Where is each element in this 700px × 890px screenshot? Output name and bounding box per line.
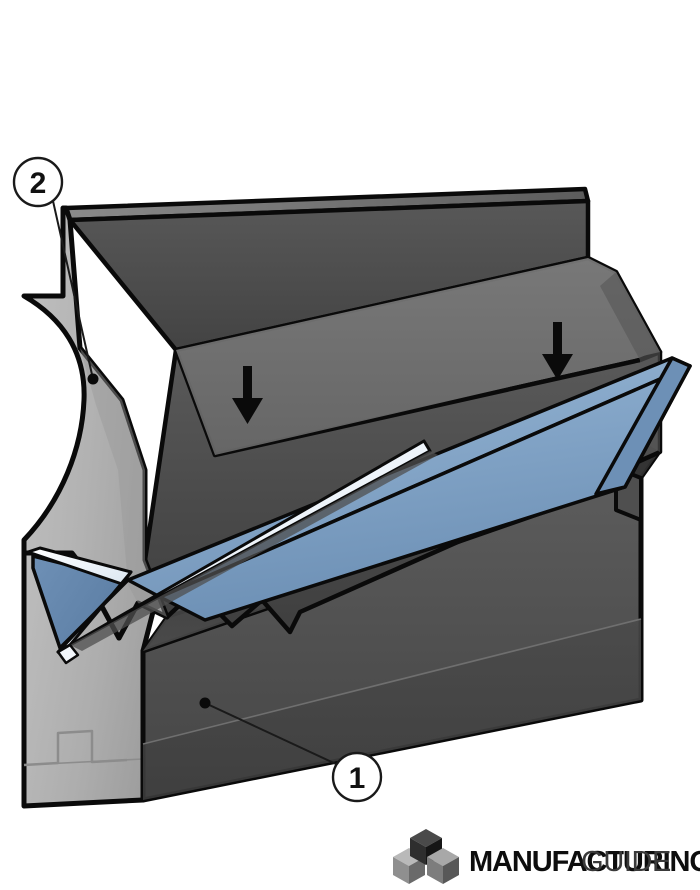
logo-cubes-icon [393,829,459,884]
die-base-parting-line-left [23,758,144,766]
callout-1-circle[interactable] [331,751,383,803]
logo-brand-bold: MANUFACTURING [469,846,700,878]
logo-brand-light: GUIDE [581,846,671,878]
manufacturing-guide-logo[interactable]: MANUFACTURING GUIDE [393,829,700,884]
die-v-groove-shadow [143,451,660,651]
callout-2[interactable]: 2 [12,156,99,385]
callout-1-leader [204,702,337,765]
force-arrows [232,322,573,424]
sheet-vee-apex [56,643,80,665]
sheet-underside-sliver [70,451,438,651]
callout-1[interactable]: 1 [199,697,383,803]
die-base-parting-line [142,618,642,745]
callout-2-label: 2 [30,167,47,200]
callout-2-circle[interactable] [12,156,64,208]
force-arrow-right [542,322,573,380]
callout-2-dot [87,373,99,385]
force-arrow-left [232,366,263,424]
punch-gooseneck-shading [80,348,167,617]
sheet-metal-blank [26,356,692,665]
callout-1-label: 1 [349,762,366,795]
punch-shoulder-overlay [176,258,660,455]
die-base-band [143,619,641,800]
callout-2-leader [52,200,94,380]
punch-left-gooseneck-face [21,205,170,641]
sheet-right-end-profile [594,356,692,496]
callout-1-dot [199,697,211,709]
